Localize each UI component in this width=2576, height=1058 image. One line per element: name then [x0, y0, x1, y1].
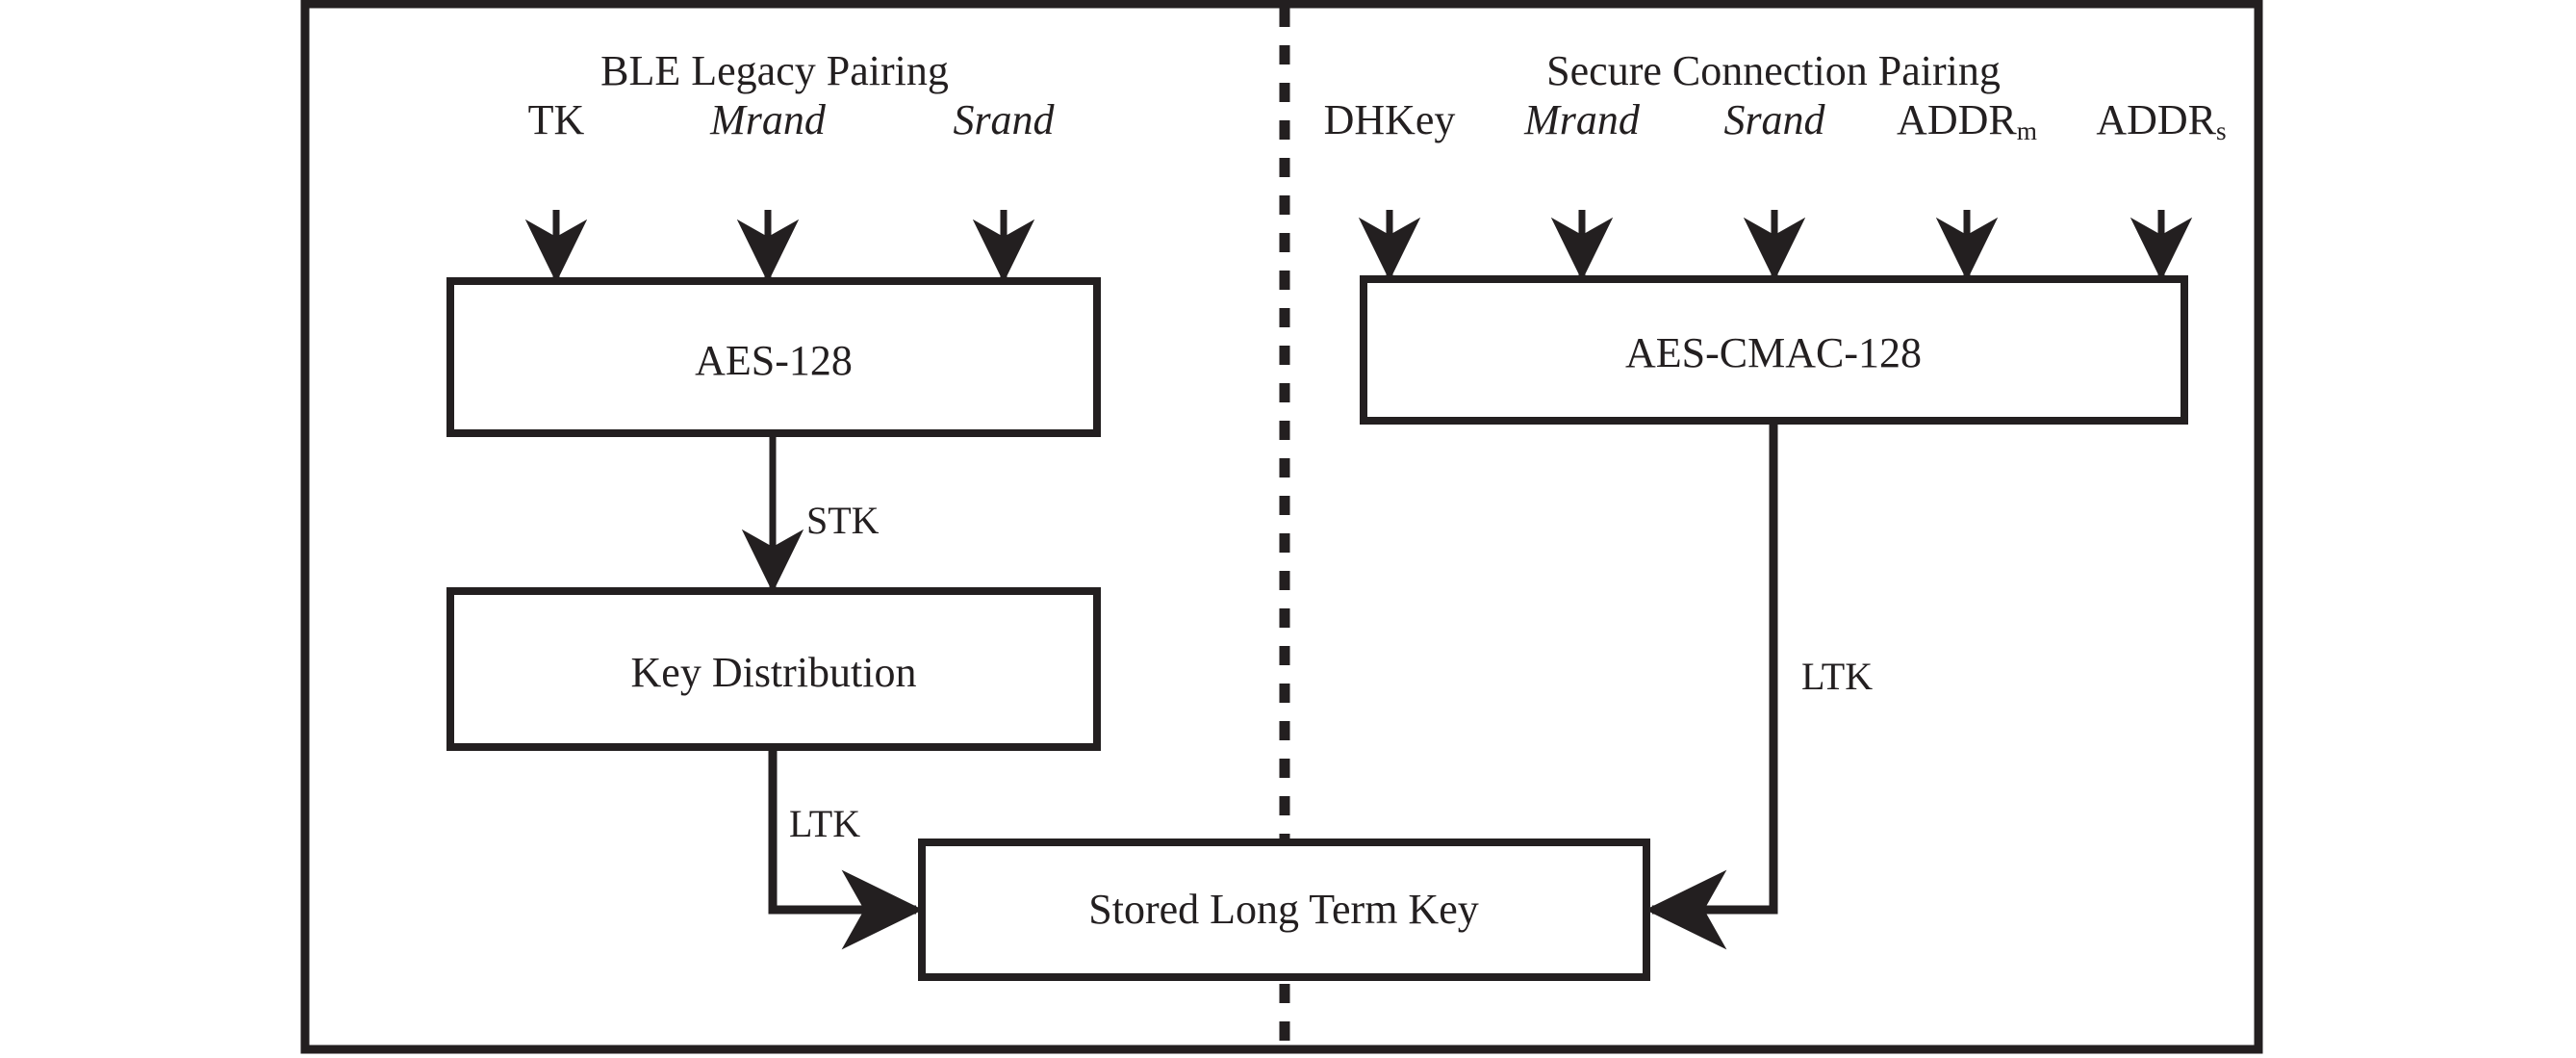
- box-label-key-distribution: Key Distribution: [630, 649, 917, 696]
- box-aes128: [446, 277, 1101, 437]
- edge-label-ltk-left: LTK: [789, 802, 861, 845]
- panel-title-legacy: BLE Legacy Pairing: [600, 47, 949, 94]
- box-label-aes-cmac-128: AES-CMAC-128: [1624, 329, 1923, 376]
- arrow-ltk-key-distribution-to-stored-key: [768, 747, 924, 950]
- input-label-mrand-secure: Mrand: [1524, 96, 1640, 143]
- input-label-dhkey: DHKey: [1323, 96, 1456, 143]
- edge-label-ltk-right: LTK: [1801, 655, 1874, 698]
- input-label-addr-m-text: ADDR: [1897, 96, 2017, 143]
- input-label-addr-s: ADDRs: [2096, 96, 2227, 145]
- input-label-addr-s-subscript: s: [2216, 116, 2227, 145]
- input-label-srand-secure: Srand: [1723, 96, 1825, 143]
- box-label-aes128: AES-128: [695, 337, 853, 384]
- panel-title-secure: Secure Connection Pairing: [1546, 47, 2001, 94]
- input-label-addr-m-subscript: m: [2016, 116, 2037, 145]
- box-stored-long-term-key: [918, 839, 1650, 981]
- input-label-srand-legacy: Srand: [953, 96, 1055, 143]
- outer-frame: [300, 0, 2263, 1054]
- arrow-ltk-aes-cmac-to-stored-key: [1645, 421, 1778, 950]
- box-label-stored-long-term-key: Stored Long Term Key: [1088, 886, 1479, 933]
- box-key-distribution: [446, 587, 1101, 751]
- edge-label-stk: STK: [806, 499, 880, 542]
- input-label-addr-s-text: ADDR: [2096, 96, 2217, 143]
- input-label-tk: TK: [527, 96, 585, 143]
- input-label-addr-m: ADDRm: [1897, 96, 2037, 145]
- input-label-mrand-legacy: Mrand: [710, 96, 826, 143]
